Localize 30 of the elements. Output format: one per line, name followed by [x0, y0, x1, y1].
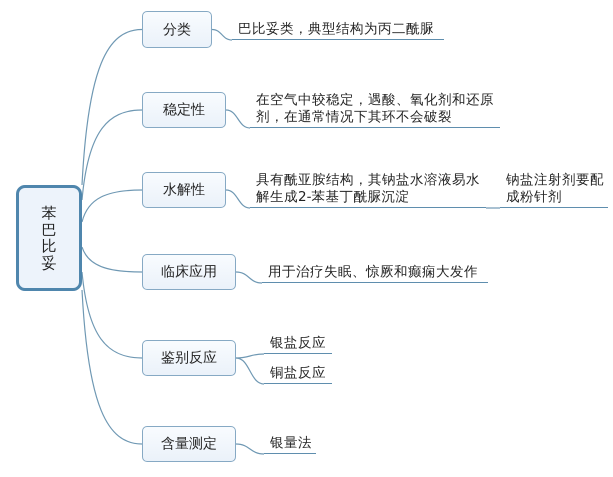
topic-text: 苯巴比妥	[42, 205, 56, 271]
branch-topic-box: 水解性	[142, 172, 226, 208]
branch-topic-box: 分类	[142, 11, 212, 48]
connector-line	[81, 109, 142, 200]
connector-line	[81, 290, 142, 445]
connector-line	[212, 28, 232, 41]
branch-topic-box: 稳定性	[142, 92, 226, 128]
subtopic-text: 用于治疗失眠、惊厥和癫痫大发作	[262, 264, 488, 283]
connector-line	[236, 271, 262, 284]
subtopic-text: 铜盐反应	[264, 365, 332, 384]
subtopic-text: 在空气中较稳定，遇酸、氧化剂和还原剂，在通常情况下其环不会破裂	[250, 92, 500, 128]
connector-line	[236, 443, 264, 455]
branch-topic-box: 临床应用	[142, 254, 236, 290]
subtopic-text: 银量法	[264, 435, 316, 454]
connector-line	[81, 272, 142, 359]
connector-line	[226, 189, 250, 209]
root-topic-box	[16, 185, 82, 291]
connector-line	[81, 189, 142, 222]
subtopic-text: 巴比妥类，典型结构为丙二酰脲	[232, 21, 444, 40]
subtopic-text: 钠盐注射剂要配成粉针剂	[500, 172, 608, 208]
connector-line	[81, 28, 142, 186]
connector-line	[486, 207, 500, 209]
connector-line	[236, 353, 264, 359]
connector-line	[236, 357, 264, 385]
connector-line	[81, 246, 142, 273]
branch-topic-box: 含量测定	[142, 426, 236, 462]
subtopic-text: 银盐反应	[264, 335, 332, 354]
connector-line	[226, 109, 250, 129]
subtopic-text: 具有酰亚胺结构，其钠盐水溶液易水解生成2-苯基丁酰脲沉淀	[250, 172, 486, 208]
branch-topic-box: 鉴别反应	[142, 340, 236, 376]
